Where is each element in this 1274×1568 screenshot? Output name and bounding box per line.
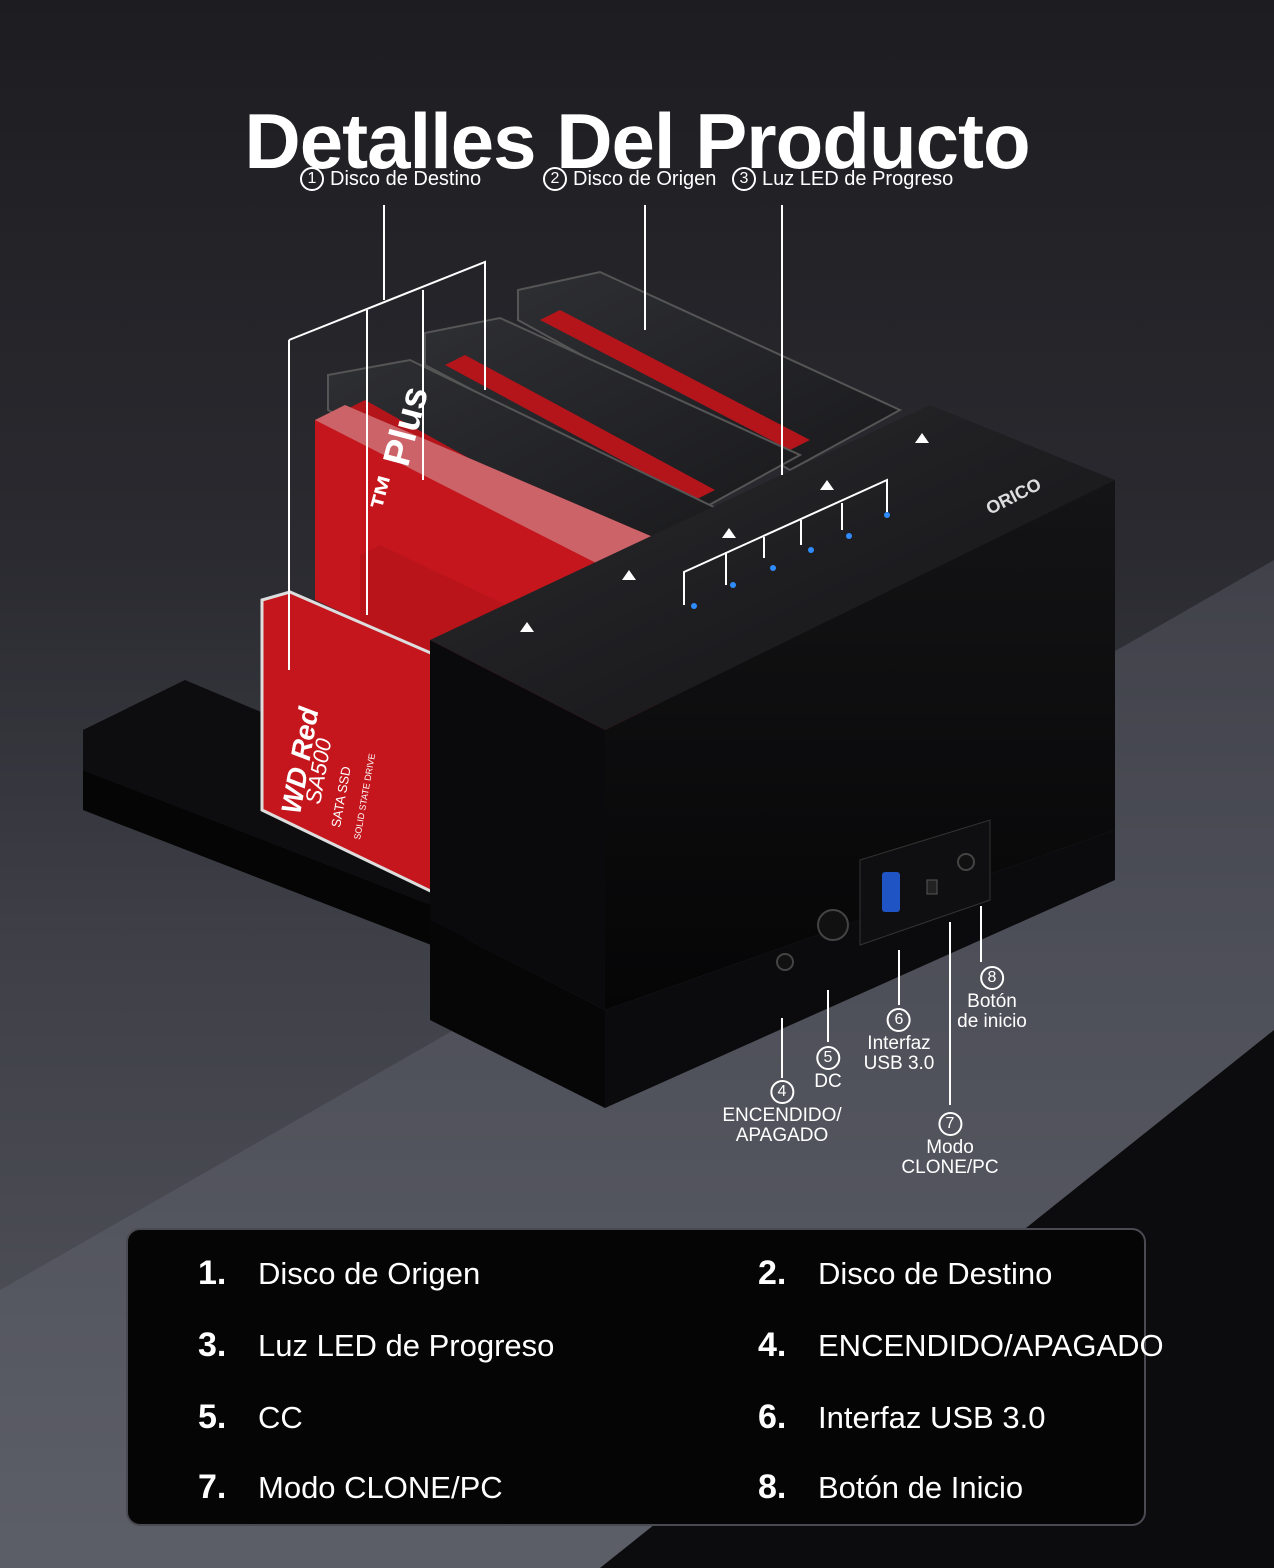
callout-disco-destino: 1 Disco de Destino (300, 167, 481, 191)
legend-index: 1. (198, 1254, 227, 1292)
power-button (776, 953, 794, 971)
drive-tray-2 (424, 316, 803, 512)
legend-label: Modo CLONE/PC (258, 1469, 503, 1505)
drive-tray-1 (517, 270, 903, 472)
usb-port (882, 872, 900, 912)
legend-item: 6. Interfaz USB 3.0 (758, 1398, 1045, 1437)
page-title: Detalles Del Producto (244, 97, 1030, 186)
callout-line1: Modo (926, 1137, 974, 1158)
legend-index: 2. (758, 1254, 787, 1292)
legend-label: Botón de Inicio (818, 1469, 1024, 1505)
legend-panel: 1. Disco de Origen 2. Disco de Destino 3… (126, 1228, 1164, 1526)
callout-number: 8 (980, 966, 1004, 990)
callout-number: 4 (769, 1080, 794, 1104)
callout-line2: USB 3.0 (863, 1053, 935, 1074)
callout-dc: 5 DC (814, 1046, 842, 1092)
legend-index: 5. (198, 1398, 227, 1436)
red-ssd-front: WD Red SA500 SATA SSD SOLID STATE DRIVE (260, 590, 472, 913)
legend-index: 3. (198, 1326, 227, 1364)
legend-index: 6. (758, 1398, 787, 1436)
callout-line1: ENCENDIDO/ (722, 1105, 842, 1126)
callout-label: Luz LED de Progreso (762, 168, 954, 190)
callout-line1: Interfaz (867, 1033, 931, 1054)
legend-item: 5. CC (198, 1398, 303, 1437)
start-button (957, 853, 975, 871)
rear-panel (859, 819, 991, 946)
progress-leds (691, 512, 890, 609)
callout-number: 6 (886, 1008, 911, 1032)
callout-number: 5 (815, 1046, 840, 1070)
legend-item: 4. ENCENDIDO/APAGADO (758, 1326, 1164, 1365)
callout-line1: DC (814, 1071, 842, 1092)
legend-label: Disco de Destino (818, 1255, 1053, 1291)
callout-disco-origen: 2 Disco de Origen (543, 167, 716, 191)
legend-index: 7. (198, 1468, 227, 1506)
callout-label: Disco de Destino (330, 168, 482, 190)
leader-lines (288, 205, 982, 1105)
legend-item: 3. Luz LED de Progreso (198, 1326, 554, 1365)
legend-index: 4. (758, 1326, 787, 1364)
legend-item: 2. Disco de Destino (758, 1254, 1052, 1293)
callout-luz-led: 3 Luz LED de Progreso (732, 167, 953, 191)
legend-label: ENCENDIDO/APAGADO (818, 1327, 1164, 1363)
callout-line2: de inicio (957, 1011, 1027, 1032)
callout-number: 2 (543, 167, 567, 191)
callout-number: 1 (300, 167, 324, 191)
legend-item: 1. Disco de Origen (198, 1254, 480, 1293)
legend-label: Disco de Origen (258, 1255, 481, 1291)
legend-label: CC (258, 1399, 303, 1435)
callout-line1: Botón (967, 991, 1017, 1012)
legend-index: 8. (758, 1468, 787, 1506)
callout-usb: 6 Interfaz USB 3.0 (863, 1008, 935, 1074)
clone-switch (926, 879, 938, 895)
callout-label: Disco de Origen (573, 168, 717, 190)
legend-label: Interfaz USB 3.0 (818, 1399, 1046, 1435)
legend-item: 8. Botón de Inicio (758, 1468, 1023, 1507)
callout-start-button: 8 Botón de inicio (957, 966, 1027, 1032)
callout-clone-mode: 7 Modo CLONE/PC (901, 1112, 999, 1178)
legend-item: 7. Modo CLONE/PC (198, 1468, 503, 1507)
callout-line2: CLONE/PC (901, 1157, 999, 1178)
callout-line2: APAGADO (735, 1125, 829, 1146)
callout-power: 4 ENCENDIDO/ APAGADO (722, 1080, 842, 1146)
callout-number: 3 (732, 167, 756, 191)
legend-label: Luz LED de Progreso (258, 1327, 555, 1363)
dc-port (817, 909, 849, 941)
dock-front (605, 480, 1115, 1010)
callout-number: 7 (937, 1112, 962, 1136)
dock-side (430, 640, 605, 1010)
